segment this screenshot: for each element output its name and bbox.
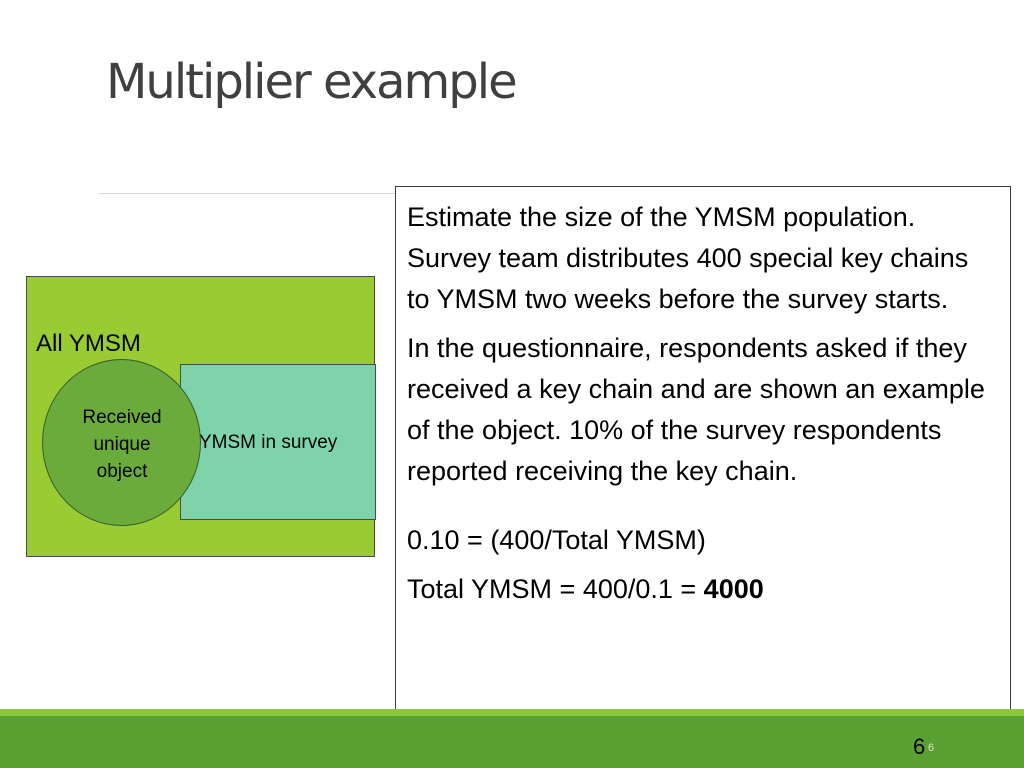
paragraph-setup: Estimate the size of the YMSM population… bbox=[407, 202, 969, 314]
circle-label-line: unique bbox=[93, 434, 151, 455]
formula-ratio: 0.10 = (400/Total YMSM) bbox=[407, 525, 706, 555]
page-number: 6 bbox=[913, 734, 926, 759]
formula-total-prefix: Total YMSM = 400/0.1 = bbox=[407, 574, 704, 604]
page-number-small: 6 bbox=[928, 742, 935, 754]
circle-label-line: object bbox=[96, 461, 148, 482]
all-ymsm-label: All YMSM bbox=[36, 330, 141, 357]
paragraph-questionnaire: In the questionnaire, respondents asked … bbox=[407, 333, 985, 486]
received-object-circle bbox=[42, 359, 201, 526]
circle-label-line: Received bbox=[82, 407, 162, 428]
survey-label: YMSM in survey bbox=[199, 432, 338, 453]
survey-rectangle bbox=[180, 364, 376, 520]
formula-total-result: 4000 bbox=[703, 574, 764, 604]
explanation-textbox: Estimate the size of the YMSM population… bbox=[395, 186, 1011, 711]
slide-title: Multiplier example bbox=[106, 54, 518, 110]
circle-label: Received unique object bbox=[62, 404, 182, 485]
footer-bar bbox=[0, 716, 1024, 768]
formula-total: Total YMSM = 400/0.1 = 4000 bbox=[407, 569, 996, 610]
footer-accent-strip bbox=[0, 709, 1024, 716]
